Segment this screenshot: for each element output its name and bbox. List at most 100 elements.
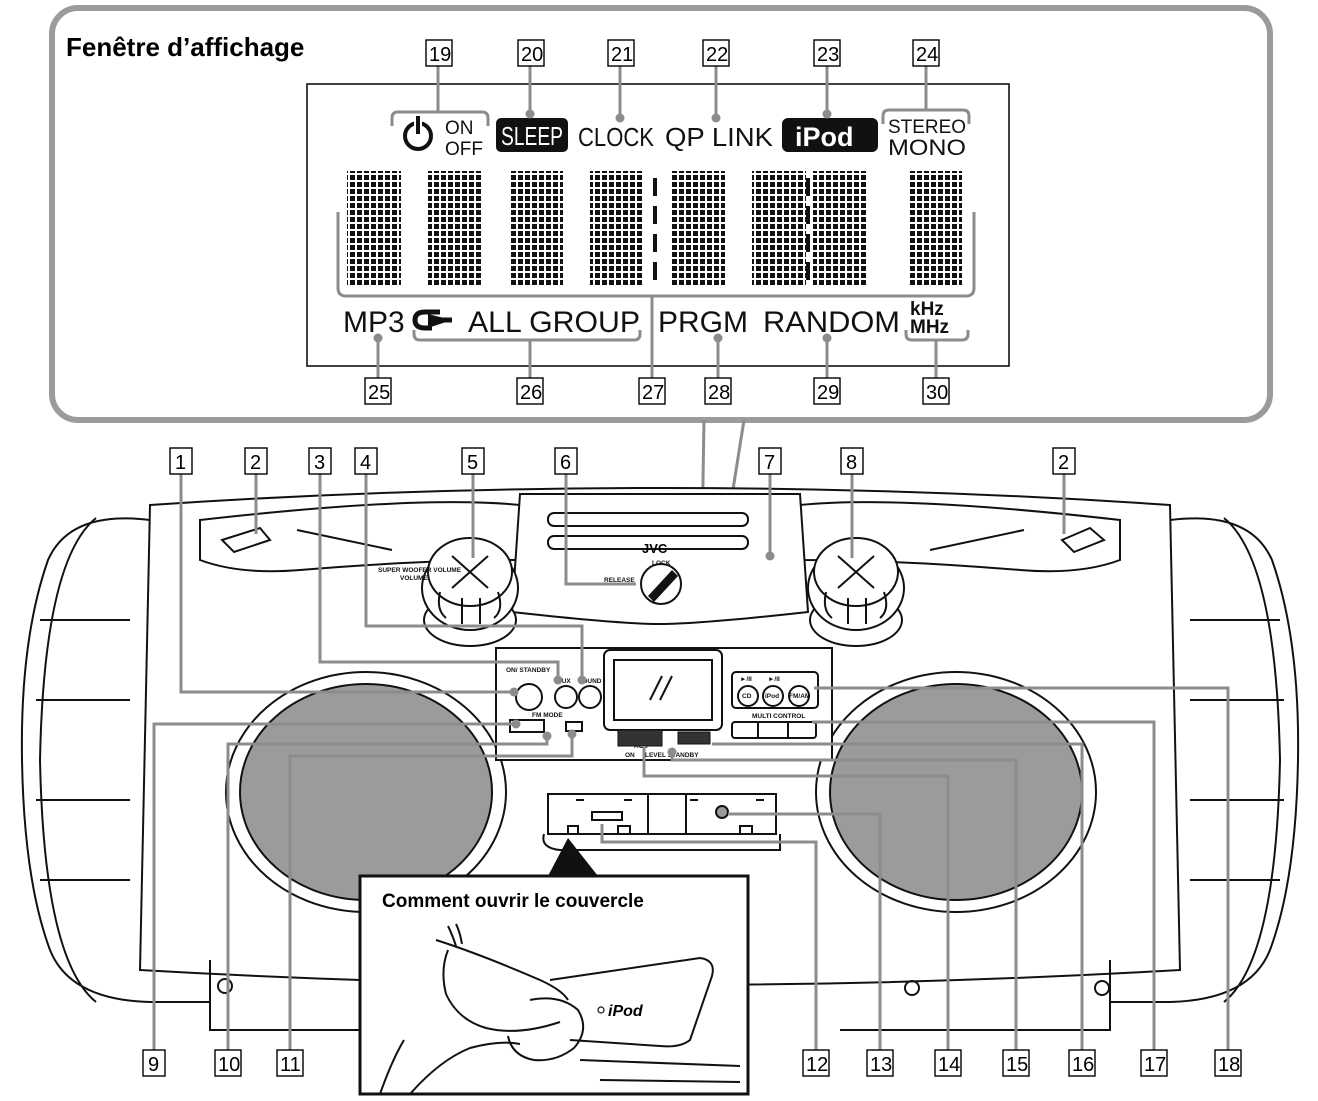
acs-on-label: ON [625,752,635,759]
svg-text:15: 15 [1006,1054,1028,1076]
aux-button[interactable] [554,685,578,709]
jvc-logo: JVC [642,541,668,556]
acs-buttons[interactable] [617,729,663,747]
indicator-qp-link: QP LINK [665,122,774,152]
svg-text:2: 2 [250,452,261,474]
callout-10: 10 [214,1049,242,1077]
indicator-prgm: PRGM [658,306,748,339]
inset-title: Comment ouvrir le couvercle [382,891,644,912]
svg-text:16: 16 [1072,1054,1094,1076]
callout-14: 14 [934,1049,962,1077]
fm-mode-label: FM MODE [532,712,563,719]
callout-4: 4 [354,447,378,475]
indicator-all-group: ALL GROUP [468,306,640,339]
play-pause-label-1: ►/II [740,676,752,683]
svg-text:10: 10 [218,1054,240,1076]
svg-text:20: 20 [521,44,543,66]
on-standby-label: ON/ STANDBY [506,667,551,674]
callout-26: 26 [516,377,544,405]
ipod-indicator: iPod [782,118,878,152]
volume-knob[interactable] [807,537,905,647]
svg-text:18: 18 [1218,1054,1240,1076]
super-woofer-volume-label: SUPER WOOFER VOLUME [378,567,462,574]
callout-13: 13 [866,1049,894,1077]
callout-2-left: 2 [244,447,268,475]
svg-text:7: 7 [764,452,775,474]
svg-text:14: 14 [938,1054,960,1076]
callout-27: 27 [638,377,666,405]
svg-text:21: 21 [611,44,633,66]
indicator-khz: kHz [910,299,944,320]
callout-23: 23 [813,39,841,67]
handle-grip-left [220,526,272,554]
indicator-stereo: STEREO [888,117,966,138]
right-speaker [815,671,1097,913]
svg-text:24: 24 [916,44,938,66]
callout-5: 5 [461,447,485,475]
callout-3: 3 [308,447,332,475]
svg-text:3: 3 [314,452,325,474]
indicator-off: OFF [445,139,483,160]
svg-text:22: 22 [706,44,728,66]
cd-button[interactable] [737,685,759,707]
callout-8: 8 [840,447,864,475]
callout-30: 30 [922,377,950,405]
fm-am-button[interactable] [788,685,810,707]
callout-17: 17 [1140,1049,1168,1077]
ipod-button[interactable] [762,685,784,707]
power-timer-indicator: ON OFF [403,112,483,160]
callout-18: 18 [1214,1049,1242,1077]
svg-text:25: 25 [368,382,390,404]
lcd-frame [306,83,1010,367]
sound-button[interactable] [578,685,602,709]
svg-text:29: 29 [817,382,839,404]
callout-1: 1 [169,447,193,475]
indicator-on: ON [445,118,474,139]
callout-20: 20 [517,39,545,67]
cover-open-inset: Comment ouvrir le couvercle iPod [358,838,750,1096]
svg-text:8: 8 [846,452,857,474]
callout-6: 6 [554,447,578,475]
indicator-mhz: MHz [910,317,949,338]
ipod-dock-cover[interactable] [542,793,781,851]
release-label: RELEASE [604,577,635,584]
svg-text:11: 11 [280,1054,301,1076]
callout-21: 21 [607,39,635,67]
standby-button[interactable] [515,683,543,711]
callout-25: 25 [364,377,392,405]
repeat-icon [412,309,452,331]
indicator-ipod: iPod [795,122,854,152]
display-window-panel: Fenêtre d’affichage ON OFF SLEEP CLOCK Q… [49,5,1273,661]
sound-label: SOUND [578,678,602,685]
callout-7: 7 [758,447,782,475]
callout-12: 12 [802,1049,830,1077]
indicator-sleep: SLEEP [501,121,563,151]
device-leader-lines [152,474,1230,1050]
svg-text:1: 1 [175,452,186,474]
volume-label: VOLUME [400,575,428,582]
callout-19: 19 [425,39,453,67]
multi-control-label: MULTI CONTROL [752,713,805,720]
indicator-clock: CLOCK [578,122,655,152]
svg-text:30: 30 [926,382,948,404]
acs-slider[interactable] [565,721,583,732]
callout-15: 15 [1002,1049,1030,1077]
aux-label: AUX [557,678,571,685]
callout-16: 16 [1068,1049,1096,1077]
boombox-illustration: SUPER WOOFER VOLUME VOLUME JVC LOCK RELE… [20,486,1300,1031]
callout-28: 28 [704,377,732,405]
indicator-random: RANDOM [763,306,900,339]
svg-text:5: 5 [467,452,478,474]
multi-control-buttons[interactable] [731,721,817,739]
super-woofer-volume-knob[interactable]: SUPER WOOFER VOLUME VOLUME [378,537,519,647]
svg-text:12: 12 [806,1054,828,1076]
dot-matrix-display [336,171,976,298]
ipod-button-label: iPod [765,693,779,700]
svg-text:23: 23 [817,44,839,66]
callout-24: 24 [912,39,940,67]
ipod-dock-lock-release[interactable]: JVC LOCK RELEASE [604,541,682,605]
inset-ipod-label: iPod [608,1003,644,1020]
callout-9: 9 [142,1049,166,1077]
callout-2-right: 2 [1052,447,1076,475]
